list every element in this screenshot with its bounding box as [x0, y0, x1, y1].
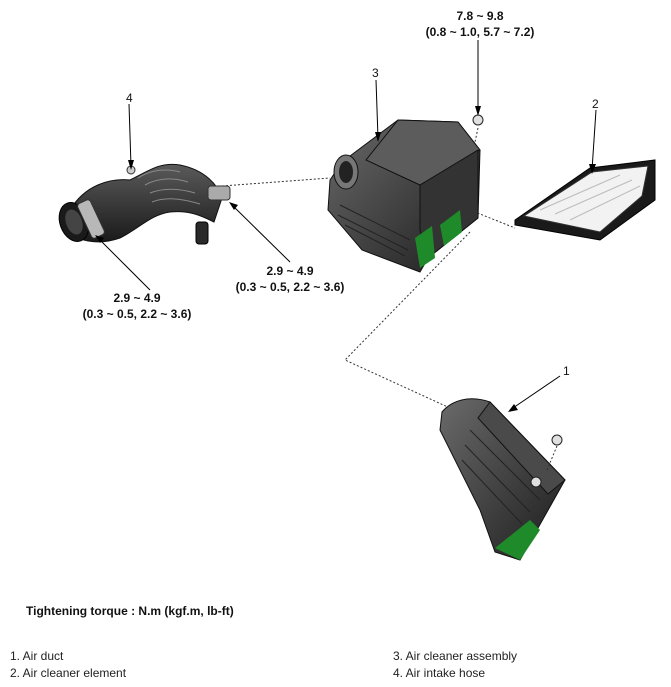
air-intake-hose — [54, 164, 230, 245]
exploded-view-diagram: 4 3 2 1 7.8 ~ 9.8 (0.8 ~ 1.0, 5.7 ~ 7.2)… — [0, 0, 671, 600]
legend-item-air-duct: 1. Air duct — [10, 648, 126, 665]
torque-middle-line2: (0.3 ~ 0.5, 2.2 ~ 3.6) — [236, 280, 345, 294]
leader-arrowheads — [95, 106, 596, 412]
callout-4: 4 — [126, 91, 133, 105]
torque-left-line2: (0.3 ~ 0.5, 2.2 ~ 3.6) — [83, 307, 192, 321]
callout-3: 3 — [372, 66, 379, 80]
legend-item-air-cleaner-assembly: 3. Air cleaner assembly — [393, 648, 517, 665]
torque-middle-line1: 2.9 ~ 4.9 — [266, 264, 313, 278]
air-cleaner-element — [515, 160, 655, 240]
torque-top-line2: (0.8 ~ 1.0, 5.7 ~ 7.2) — [426, 25, 535, 39]
legend-left: 1. Air duct 2. Air cleaner element — [10, 648, 126, 682]
legend-right: 3. Air cleaner assembly 4. Air intake ho… — [393, 648, 517, 682]
torque-top-line1: 7.8 ~ 9.8 — [456, 9, 503, 23]
legend-item-air-intake-hose: 4. Air intake hose — [393, 665, 517, 682]
callout-2: 2 — [592, 97, 599, 111]
air-duct — [440, 399, 565, 560]
torque-left-line1: 2.9 ~ 4.9 — [113, 291, 160, 305]
legend-item-air-cleaner-element: 2. Air cleaner element — [10, 665, 126, 682]
callout-1: 1 — [563, 364, 570, 378]
air-cleaner-assembly — [328, 115, 483, 272]
tightening-torque-heading: Tightening torque : N.m (kgf.m, lb-ft) — [26, 604, 234, 618]
